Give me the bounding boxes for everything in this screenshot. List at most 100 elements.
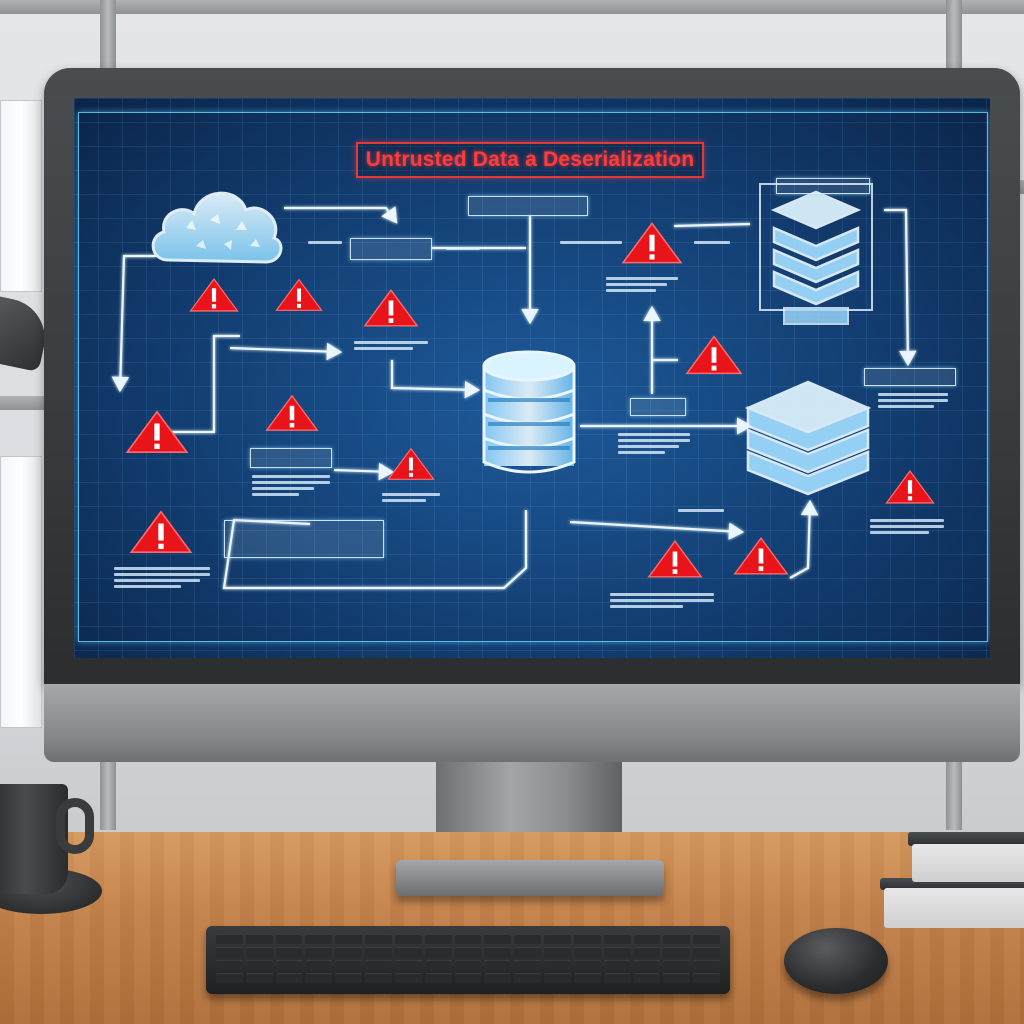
monitor-chin bbox=[44, 684, 1020, 762]
keyboard-key[interactable] bbox=[335, 973, 363, 983]
annotation-block bbox=[606, 274, 678, 295]
label-box bbox=[468, 196, 588, 216]
keyboard-key[interactable] bbox=[365, 973, 392, 983]
keyboard-key[interactable] bbox=[454, 960, 482, 970]
keyboard-key[interactable] bbox=[484, 947, 512, 957]
annotation-block bbox=[114, 564, 210, 591]
keyboard-key[interactable] bbox=[245, 973, 273, 983]
keyboard-key[interactable] bbox=[365, 947, 392, 957]
monitor-stand-base bbox=[396, 860, 664, 896]
keyboard-key[interactable] bbox=[305, 973, 333, 983]
coffee-mug-handle bbox=[56, 798, 94, 854]
keyboard-key[interactable] bbox=[275, 947, 303, 957]
keyboard-key[interactable] bbox=[394, 934, 422, 944]
keyboard-key[interactable] bbox=[544, 934, 571, 944]
keyboard-key[interactable] bbox=[216, 947, 243, 957]
annotation-block bbox=[446, 244, 480, 253]
keyboard-key[interactable] bbox=[603, 934, 631, 944]
annotation-block bbox=[618, 430, 690, 457]
keyboard-key[interactable] bbox=[245, 934, 273, 944]
keyboard-key[interactable] bbox=[603, 947, 631, 957]
keyboard-key[interactable] bbox=[335, 947, 363, 957]
keyboard-key[interactable] bbox=[454, 947, 482, 957]
keyboard-key[interactable] bbox=[514, 973, 542, 983]
label-box bbox=[224, 520, 384, 558]
keyboard-key[interactable] bbox=[484, 973, 512, 983]
keyboard-key[interactable] bbox=[394, 960, 422, 970]
keyboard-key[interactable] bbox=[693, 973, 720, 983]
keyboard-key[interactable] bbox=[544, 973, 571, 983]
computer-mouse[interactable] bbox=[784, 928, 888, 994]
keyboard-key[interactable] bbox=[216, 973, 243, 983]
keyboard[interactable] bbox=[206, 926, 730, 994]
book-pages bbox=[884, 888, 1024, 928]
keyboard-key[interactable] bbox=[365, 934, 392, 944]
keyboard-key[interactable] bbox=[573, 947, 601, 957]
keyboard-key[interactable] bbox=[216, 960, 243, 970]
keyboard-key[interactable] bbox=[216, 934, 243, 944]
keyboard-key[interactable] bbox=[275, 934, 303, 944]
keyboard-key[interactable] bbox=[305, 947, 333, 957]
keyboard-key[interactable] bbox=[573, 960, 601, 970]
keyboard-key[interactable] bbox=[245, 947, 273, 957]
keyboard-key[interactable] bbox=[603, 960, 631, 970]
connector-bottom-right bbox=[569, 520, 745, 541]
keyboard-key[interactable] bbox=[365, 960, 392, 970]
keyboard-key[interactable] bbox=[454, 934, 482, 944]
keyboard-key[interactable] bbox=[514, 934, 542, 944]
keyboard-key[interactable] bbox=[424, 973, 452, 983]
keyboard-key[interactable] bbox=[633, 947, 661, 957]
keyboard-key[interactable] bbox=[603, 973, 631, 983]
label-box bbox=[250, 448, 332, 468]
keyboard-key[interactable] bbox=[305, 934, 333, 944]
keyboard-key[interactable] bbox=[484, 960, 512, 970]
keyboard-key[interactable] bbox=[514, 960, 542, 970]
keyboard-key[interactable] bbox=[633, 960, 661, 970]
keyboard-key[interactable] bbox=[454, 973, 482, 983]
keyboard-key[interactable] bbox=[305, 960, 333, 970]
keyboard-key[interactable] bbox=[693, 947, 720, 957]
keyboard-key[interactable] bbox=[424, 960, 452, 970]
connector-cloud-left-loop bbox=[111, 254, 156, 393]
warning-triangle-icon bbox=[129, 510, 193, 554]
screen-frame bbox=[78, 112, 988, 642]
keyboard-key[interactable] bbox=[484, 934, 512, 944]
keyboard-key[interactable] bbox=[693, 960, 720, 970]
keyboard-key[interactable] bbox=[573, 934, 601, 944]
connector-cloud-to-box bbox=[284, 206, 398, 224]
warning-triangle-icon bbox=[647, 540, 703, 578]
keyboard-key[interactable] bbox=[394, 947, 422, 957]
keyboard-key[interactable] bbox=[275, 973, 303, 983]
keyboard-key[interactable] bbox=[275, 960, 303, 970]
monitor-screen: Untrusted Data a Deserialization bbox=[74, 98, 990, 658]
keyboard-key[interactable] bbox=[394, 973, 422, 983]
label-box bbox=[630, 398, 686, 416]
connector-to-stack bbox=[789, 499, 819, 579]
warning-triangle-icon bbox=[275, 278, 323, 311]
annotation-block bbox=[694, 238, 730, 247]
warning-triangle-icon bbox=[189, 278, 239, 312]
keyboard-key[interactable] bbox=[573, 973, 601, 983]
keyboard-key[interactable] bbox=[633, 934, 661, 944]
keyboard-key[interactable] bbox=[514, 947, 542, 957]
binder-left bbox=[0, 100, 42, 292]
keyboard-key[interactable] bbox=[335, 960, 363, 970]
keyboard-key[interactable] bbox=[544, 960, 571, 970]
keyboard-key[interactable] bbox=[693, 934, 720, 944]
keyboard-key[interactable] bbox=[633, 973, 661, 983]
keyboard-key[interactable] bbox=[335, 934, 363, 944]
keyboard-key[interactable] bbox=[424, 947, 452, 957]
keyboard-key[interactable] bbox=[663, 973, 691, 983]
connector-left-to-warning bbox=[333, 462, 395, 481]
keyboard-key[interactable] bbox=[663, 960, 691, 970]
keyboard-key[interactable] bbox=[663, 934, 691, 944]
warning-triangle-icon bbox=[125, 410, 189, 454]
keyboard-key[interactable] bbox=[424, 934, 452, 944]
diagram-title-box: Untrusted Data a Deserialization bbox=[356, 142, 704, 178]
book bbox=[908, 832, 1024, 846]
keyboard-key[interactable] bbox=[663, 947, 691, 957]
binder-left-lower bbox=[0, 456, 42, 728]
keyboard-key[interactable] bbox=[245, 960, 273, 970]
annotation-block bbox=[678, 506, 724, 515]
keyboard-key[interactable] bbox=[544, 947, 571, 957]
